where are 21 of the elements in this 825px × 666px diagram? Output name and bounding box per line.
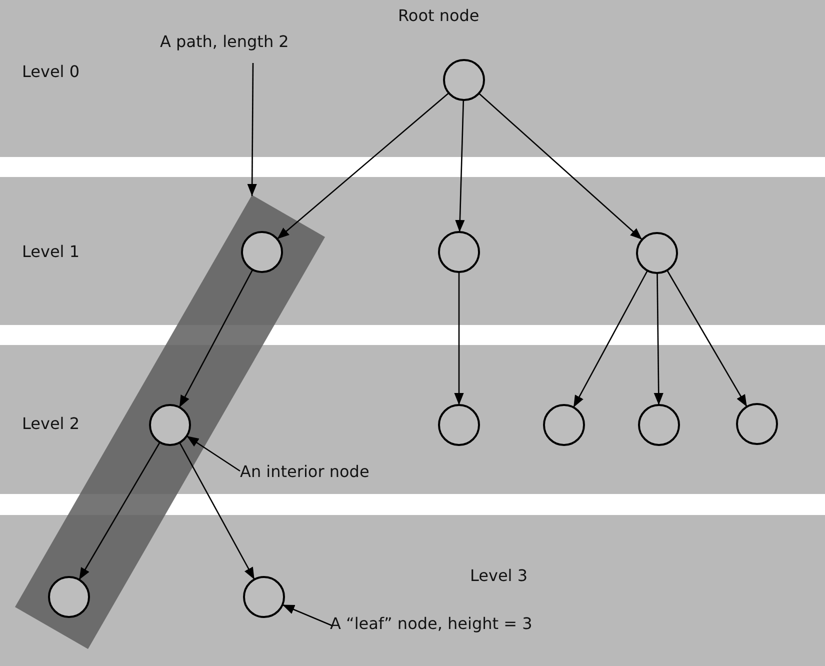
arrow xyxy=(454,272,464,405)
arrow xyxy=(455,100,465,232)
arrow xyxy=(78,442,160,580)
arrow xyxy=(178,269,254,408)
leader-line xyxy=(186,435,240,472)
annotation-text: A path, length 2 xyxy=(160,32,289,51)
node-label: Root node xyxy=(398,6,480,25)
arrow xyxy=(572,270,648,408)
level-label: Level 1 xyxy=(22,242,80,261)
annotation-text: An interior node xyxy=(240,462,370,481)
arrow xyxy=(478,92,643,240)
level-label: Level 2 xyxy=(22,414,80,433)
level-label: Level 3 xyxy=(470,566,528,585)
arrow xyxy=(276,92,450,240)
arrow xyxy=(666,270,748,408)
arrow xyxy=(654,273,664,405)
arrow xyxy=(179,442,255,580)
level-label: Level 0 xyxy=(22,62,80,81)
annotation-text: A “leaf” node, height = 3 xyxy=(330,614,532,633)
leader-line xyxy=(247,63,257,196)
leader-line xyxy=(282,604,334,627)
